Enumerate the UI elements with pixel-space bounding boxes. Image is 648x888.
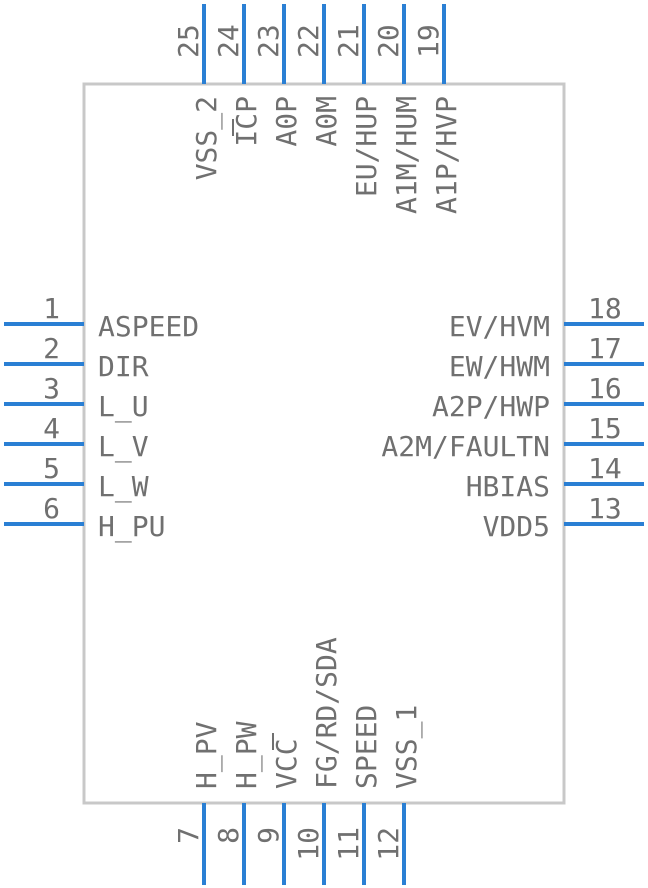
- pin-number: 10: [292, 827, 325, 861]
- pin-name: L_W: [98, 470, 149, 504]
- pin-number: 22: [292, 24, 325, 58]
- pin-number: 8: [212, 827, 245, 844]
- pin-number: 25: [172, 24, 205, 58]
- pin-number: 12: [372, 827, 405, 861]
- pin-number: 16: [588, 372, 622, 405]
- pin-number: 14: [588, 452, 622, 485]
- pin-name: VCC: [270, 738, 303, 789]
- pin-name: L_U: [98, 390, 149, 424]
- pin-name: EW/HWM: [449, 350, 550, 383]
- pin-number: 20: [372, 24, 405, 58]
- pin-number: 17: [588, 332, 622, 365]
- pin-name: VDD5: [483, 510, 550, 543]
- pin-name: H_PV: [190, 721, 224, 789]
- pin-name: HBIAS: [466, 470, 550, 503]
- pin-number: 23: [252, 24, 285, 58]
- pin-name: FG/RD/SDA: [310, 637, 343, 789]
- pin-name: A1M/HUM: [390, 96, 423, 214]
- pin-number: 15: [588, 412, 622, 445]
- pin-name: VSS_2: [190, 96, 224, 180]
- pin-number: 24: [212, 24, 245, 58]
- pin-number: 21: [332, 24, 365, 58]
- pin-number: 2: [43, 332, 60, 365]
- pin-name: DIR: [98, 350, 149, 383]
- pin-number: 19: [412, 24, 445, 58]
- pin-name: A1P/HVP: [430, 96, 463, 214]
- pin-number: 11: [332, 827, 365, 861]
- pin-name: A0P: [270, 96, 303, 147]
- pin-name: A2P/HWP: [432, 390, 550, 423]
- pin-number: 13: [588, 492, 622, 525]
- pin-number: 9: [252, 827, 285, 844]
- pin-number: 4: [43, 412, 60, 445]
- pin-name: A2M/FAULTN: [381, 430, 550, 463]
- pin-name: A0M: [310, 96, 343, 147]
- pin-name: EU/HUP: [350, 96, 383, 197]
- pin-number: 5: [43, 452, 60, 485]
- pin-name: H_PW: [230, 721, 264, 789]
- pin-number: 6: [43, 492, 60, 525]
- pin-number: 1: [43, 292, 60, 325]
- pin-name: L_V: [98, 430, 149, 464]
- pin-name: EV/HVM: [449, 310, 550, 343]
- pin-name: ASPEED: [98, 310, 199, 343]
- pin-name: H_PU: [98, 510, 165, 544]
- pin-number: 7: [172, 827, 205, 844]
- pin-number: 3: [43, 372, 60, 405]
- pin-name: SPEED: [350, 705, 383, 789]
- pin-name: VSS_1: [390, 705, 424, 789]
- pin-name: ICP: [230, 96, 263, 147]
- pin-number: 18: [588, 292, 622, 325]
